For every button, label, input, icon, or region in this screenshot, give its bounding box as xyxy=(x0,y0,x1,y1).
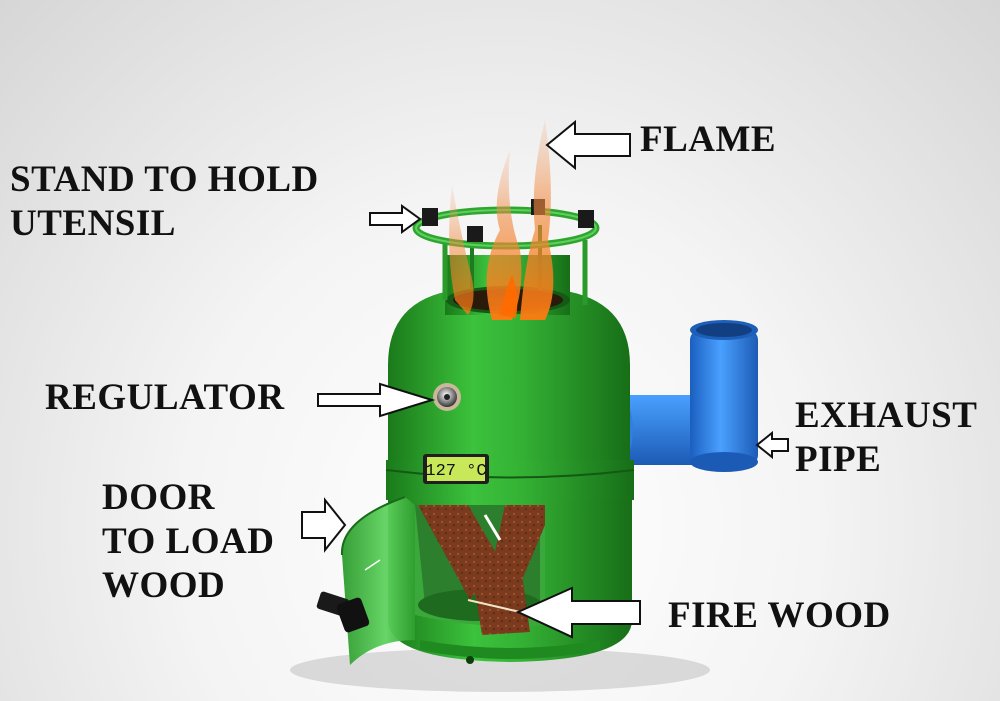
regulator-arrow xyxy=(317,382,436,418)
label-regulator: REGULATOR xyxy=(45,377,285,418)
stove-shadow xyxy=(290,648,710,692)
door-arrow xyxy=(301,497,347,553)
fire-wood xyxy=(418,505,545,635)
regulator-knob xyxy=(433,383,461,411)
label-fire-wood: FIRE WOOD xyxy=(668,595,891,636)
flame xyxy=(449,120,554,320)
firewood-arrow xyxy=(515,586,641,639)
temperature-readout: 127 °C xyxy=(425,462,486,481)
label-door-to-load-wood: DOOR TO LOAD WOOD xyxy=(102,477,275,606)
flame-arrow xyxy=(545,119,631,171)
label-stand-to-hold-utensil: STAND TO HOLD UTENSIL xyxy=(10,159,319,244)
stand-arrow xyxy=(369,204,422,234)
label-exhaust-pipe: EXHAUST PIPE xyxy=(795,395,978,480)
temperature-display: 127 °C xyxy=(423,454,489,484)
door xyxy=(316,496,415,665)
door-handle xyxy=(316,591,370,633)
label-flame: FLAME xyxy=(640,119,777,160)
exhaust-arrow xyxy=(755,430,789,460)
